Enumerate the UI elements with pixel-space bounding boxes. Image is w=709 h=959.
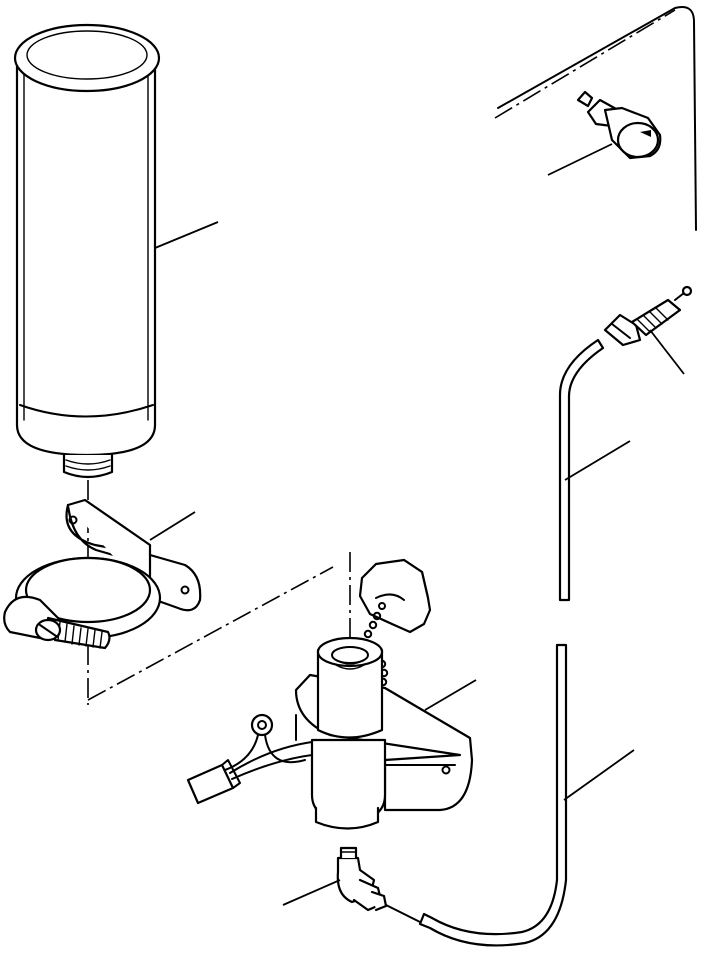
sensor-plug <box>603 285 693 347</box>
indicator-switch-leader <box>547 143 613 176</box>
filter-canister <box>13 23 161 479</box>
frame-boundary <box>494 6 697 231</box>
tube-line-upper <box>558 338 605 602</box>
sensor-plug-leader <box>649 329 685 375</box>
indicator-switch <box>576 90 662 160</box>
tube-line-lower-leader <box>563 749 635 801</box>
tube-line-lower <box>385 643 568 947</box>
filter-canister-leader <box>154 221 219 249</box>
filter-head-bracket <box>294 636 474 830</box>
elbow-leader <box>282 879 341 906</box>
mounting-bracket-with-hose-clamp <box>3 498 202 650</box>
elbow-fitting <box>336 846 388 912</box>
filler-cap-with-chain <box>358 558 432 687</box>
tube-line-upper-leader <box>564 440 631 481</box>
bracket-leader <box>149 511 196 541</box>
filter-head-leader <box>424 679 477 711</box>
electrical-connector-lead <box>186 713 313 805</box>
